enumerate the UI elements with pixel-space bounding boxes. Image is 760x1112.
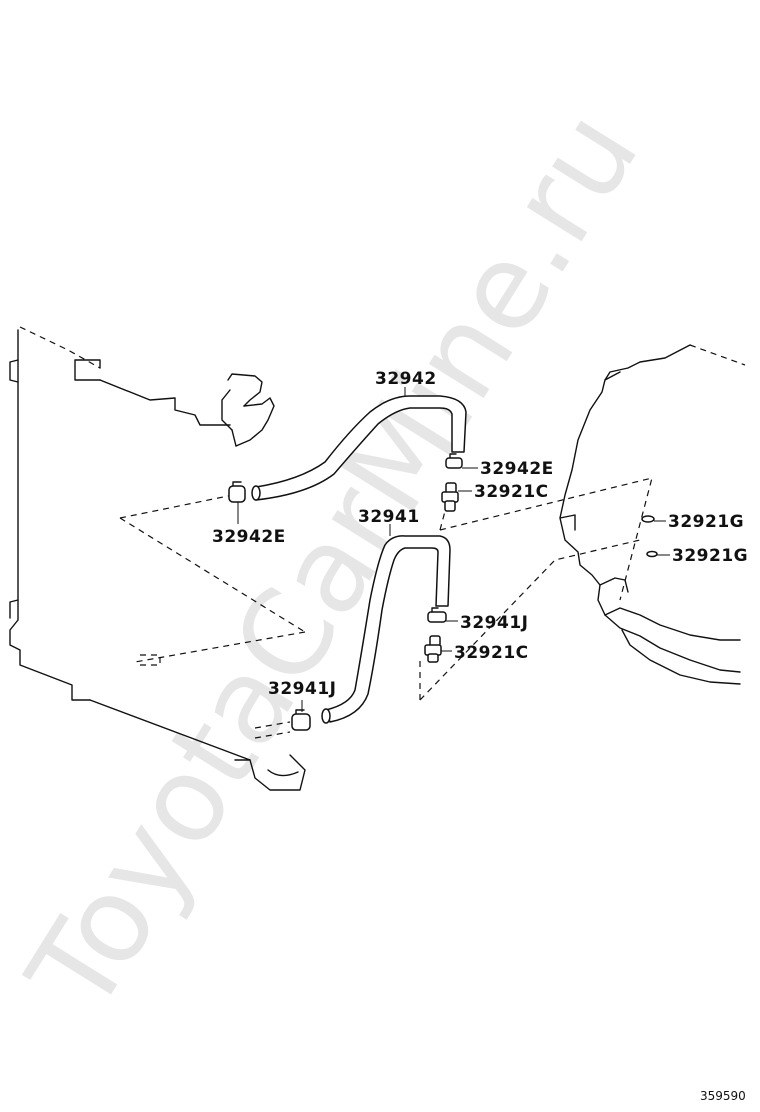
union-32921c-upper: [441, 482, 459, 512]
label-clamp-32941j-right: 32941J: [460, 613, 528, 633]
label-union-32921c-lower: 32921C: [454, 643, 529, 663]
watermark: ToyotaCarMine.ru: [1, 88, 665, 1036]
union-32921c-lower: [424, 635, 442, 663]
label-hose-32941: 32941: [358, 507, 420, 527]
gasket-32921g-upper: [641, 515, 655, 523]
clamp-32942e-left: [228, 481, 246, 503]
diagram-reference-number: 359590: [700, 1089, 746, 1103]
clamp-32941j-right: [427, 607, 447, 623]
clamp-32942e-right: [445, 453, 463, 469]
label-clamp-32941j-left: 32941J: [268, 679, 336, 699]
transmission-outline: [559, 344, 746, 685]
label-gasket-32921g-upper: 32921G: [668, 512, 744, 532]
oil-cooler-hose-lower: [321, 535, 451, 724]
gasket-32921g-lower: [646, 550, 658, 558]
label-clamp-32942e-right: 32942E: [480, 459, 554, 479]
radiator-outline: [9, 326, 306, 791]
label-gasket-32921g-lower: 32921G: [672, 546, 748, 566]
label-union-32921c-upper: 32921C: [474, 482, 549, 502]
oil-cooler-hose-upper: [251, 395, 467, 501]
leader-lines: [237, 387, 670, 712]
label-hose-32942: 32942: [375, 369, 437, 389]
label-clamp-32942e-left: 32942E: [212, 527, 286, 547]
clamp-32941j-left: [291, 709, 311, 731]
